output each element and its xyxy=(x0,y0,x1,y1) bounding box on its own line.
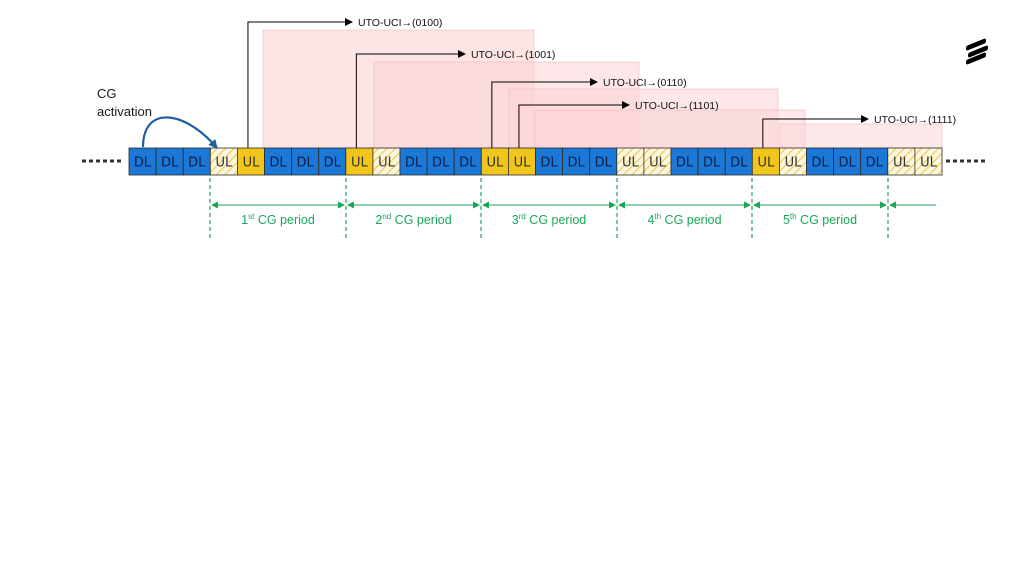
slot-dl-6 xyxy=(264,147,293,176)
slot-label-10: UL xyxy=(378,156,396,171)
slot-label-8: DL xyxy=(324,156,342,171)
slot-ul-9 xyxy=(345,147,374,176)
slot-dl-22 xyxy=(697,147,726,176)
uci-arrow-4 xyxy=(518,101,630,148)
slot-label-6: DL xyxy=(269,156,287,171)
slot-dl-23 xyxy=(724,147,753,176)
uci-leader-lines: UTO-UCI→(0100) UTO-UCI→(1001) UTO-UCI→(011… xyxy=(247,17,956,148)
period-label-5: 5th CG period xyxy=(783,212,857,227)
uci-label-2: UTO-UCI→(1001) xyxy=(471,49,555,61)
slot-label-26: DL xyxy=(811,156,829,171)
slot-label-24: UL xyxy=(757,156,775,171)
slot-label-15: UL xyxy=(514,156,532,171)
uci-arrow-5 xyxy=(762,115,869,148)
slot-label-19: UL xyxy=(622,156,640,171)
slot-dl-13 xyxy=(453,147,482,176)
uci-label-3: UTO-UCI→(0110) xyxy=(603,77,687,89)
slot-ul-29 xyxy=(887,147,916,176)
slot-ul-5 xyxy=(236,147,265,176)
cg-activation-line1: CG xyxy=(97,86,117,101)
uci-arrow-2 xyxy=(355,50,466,148)
slot-label-7: DL xyxy=(297,156,315,171)
uci-label-1: UTO-UCI→(0100) xyxy=(358,17,442,29)
slot-label-22: DL xyxy=(703,156,721,171)
slot-label-28: DL xyxy=(866,156,884,171)
slot-dl-7 xyxy=(291,147,320,176)
slot-dl-2 xyxy=(155,147,184,176)
slot-label-21: DL xyxy=(676,156,694,171)
slot-label-12: DL xyxy=(432,156,450,171)
uci-shaded-regions xyxy=(262,29,943,149)
slot-label-9: UL xyxy=(351,156,369,171)
cg-activation-label: CG activation xyxy=(97,85,152,121)
cg-periods: 1st CG period 2nd CG period 3rd CG period 4… xyxy=(209,178,936,240)
slot-label-20: UL xyxy=(649,156,667,171)
slot-label-25: UL xyxy=(785,156,803,171)
uci-region-4 xyxy=(534,109,806,149)
slot-dl-18 xyxy=(589,147,618,176)
period-label-2: 2nd CG period xyxy=(375,212,451,227)
slot-label-11: DL xyxy=(405,156,423,171)
slot-label-3: DL xyxy=(188,156,206,171)
slot-label-30: UL xyxy=(920,156,938,171)
slot-label-23: DL xyxy=(730,156,748,171)
slot-ul-30 xyxy=(914,147,943,176)
uci-arrow-1 xyxy=(247,18,353,148)
slot-label-29: UL xyxy=(893,156,911,171)
uci-label-5: UTO-UCI→(1111) xyxy=(874,114,956,126)
slot-label-17: DL xyxy=(568,156,586,171)
slot-label-5: UL xyxy=(243,156,261,171)
period-label-3: 3rd CG period xyxy=(512,212,587,227)
decorations xyxy=(82,116,986,163)
slot-label-1: DL xyxy=(134,156,152,171)
slot-dl-3 xyxy=(182,147,211,176)
slot-dl-12 xyxy=(426,147,455,176)
slot-dl-21 xyxy=(670,147,699,176)
uci-region-5 xyxy=(779,123,943,149)
slot-label-4: UL xyxy=(215,156,233,171)
slot-label-18: DL xyxy=(595,156,613,171)
slot-dl-26 xyxy=(806,147,835,176)
slot-ul-20 xyxy=(643,147,672,176)
uci-label-4: UTO-UCI→(1101) xyxy=(635,100,719,112)
period-label-4: 4th CG period xyxy=(647,212,721,227)
activation-arrow xyxy=(141,116,218,149)
slot-ul-14 xyxy=(480,147,509,176)
slot-dl-1 xyxy=(128,147,157,176)
slot-label-14: UL xyxy=(486,156,504,171)
cg-activation-line2: activation xyxy=(97,104,152,119)
slot-dl-17 xyxy=(562,147,591,176)
period-label-1: 1st CG period xyxy=(241,212,315,227)
uci-arrow-3 xyxy=(491,78,598,148)
slot-label-13: DL xyxy=(459,156,477,171)
ericsson-logo xyxy=(966,37,988,66)
slot-label-27: DL xyxy=(839,156,857,171)
slot-label-16: DL xyxy=(540,156,558,171)
slot-dl-28 xyxy=(860,147,889,176)
slot-ul-19 xyxy=(616,147,645,176)
slot-label-2: DL xyxy=(161,156,179,171)
slot-dl-11 xyxy=(399,147,428,176)
slot-row: DL DL DL UL UL DL DL DL UL UL DL DL DL UL UL DL DL DL UL UL… xyxy=(128,147,943,176)
